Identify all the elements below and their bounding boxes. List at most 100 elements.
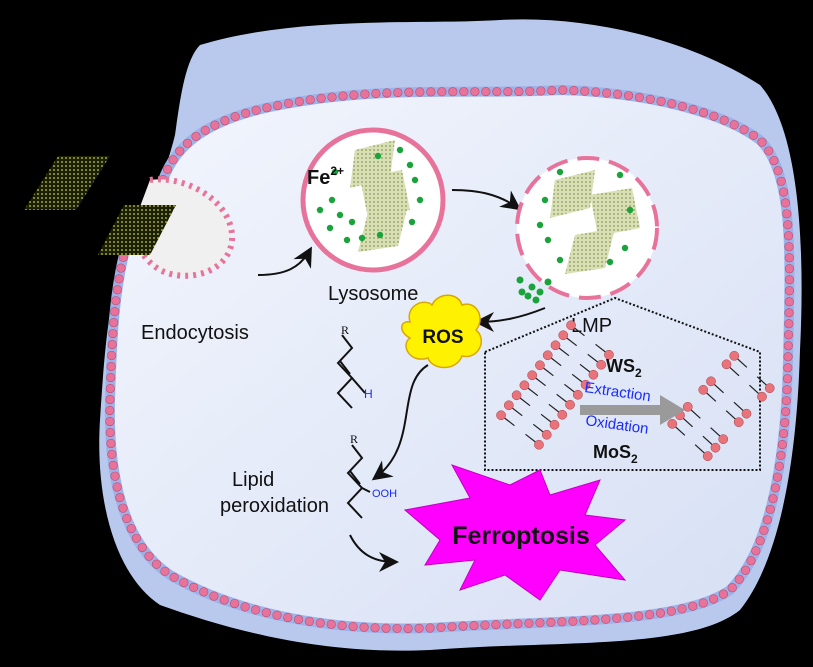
membrane-bead: [110, 471, 120, 481]
ferroptosis-label: Ferroptosis: [452, 522, 590, 550]
membrane-bead: [126, 523, 136, 534]
membrane-bead: [759, 525, 769, 535]
membrane-bead: [191, 131, 201, 142]
membrane-bead: [776, 176, 786, 186]
membrane-bead: [677, 604, 687, 614]
membrane-bead: [118, 503, 128, 513]
membrane-bead: [667, 99, 677, 109]
iron-dot: [376, 231, 384, 239]
iron-dot: [374, 152, 382, 160]
membrane-bead: [740, 565, 751, 575]
lipid-head: [588, 369, 599, 380]
membrane-bead: [688, 601, 698, 611]
membrane-bead: [613, 89, 623, 99]
membrane-bead: [108, 460, 118, 470]
lipid-tail: [705, 392, 717, 402]
membrane-bead: [783, 220, 793, 230]
membrane-bead: [769, 155, 779, 166]
membrane-bead: [782, 374, 793, 384]
membrane-bead: [783, 363, 793, 373]
iron-dot: [516, 276, 524, 284]
membrane-bead: [403, 623, 413, 634]
mos2-label: MoS2: [593, 442, 638, 466]
lipid-head: [733, 417, 744, 428]
membrane-bead: [768, 494, 778, 504]
membrane-bead: [209, 591, 219, 601]
membrane-bead: [580, 86, 590, 96]
lmp-panel: [484, 296, 761, 471]
membrane-bead: [359, 622, 369, 632]
lipid-tail: [682, 417, 693, 428]
membrane-bead: [590, 615, 600, 625]
lipid-tail: [694, 444, 706, 454]
membrane-bead: [105, 416, 115, 427]
lipid-peroxide-molecule: [346, 444, 371, 519]
membrane-bead: [776, 450, 786, 460]
lipid-tail: [527, 387, 539, 397]
arrow-ros-to-lipid: [371, 364, 429, 481]
lipid-bilayer-left: [496, 320, 614, 450]
lipid-head: [496, 410, 506, 421]
membrane-bead: [107, 350, 117, 361]
iron-dot: [541, 196, 549, 204]
membrane-bead: [261, 608, 271, 618]
lipid-tail: [587, 353, 599, 363]
membrane-bead: [251, 605, 261, 615]
endocytosis-label: Endocytosis: [141, 322, 249, 344]
lipid-tail: [542, 367, 554, 377]
membrane-bead: [229, 598, 240, 609]
membrane-bead: [719, 115, 729, 125]
damaged-lysosome: [515, 156, 659, 300]
iron-dot: [536, 221, 544, 229]
lipid-head: [541, 429, 552, 440]
membrane-bead: [437, 87, 447, 97]
lipid-tail: [713, 383, 724, 394]
lipid-tail: [550, 357, 562, 367]
membrane-bead: [370, 623, 380, 633]
membrane-bead: [777, 439, 787, 450]
ferroptosis-burst: [403, 464, 627, 601]
iron-dot: [626, 206, 634, 214]
membrane-bead: [327, 92, 337, 102]
membrane-bead: [240, 602, 250, 612]
lipid-tail: [566, 337, 578, 347]
membrane-bead: [106, 438, 116, 449]
membrane-bead: [772, 472, 783, 482]
lipid-tail: [690, 409, 701, 419]
membrane-bead: [169, 572, 179, 582]
membrane-bead: [784, 242, 794, 252]
membrane-bead: [199, 587, 209, 597]
lipid-head: [667, 418, 678, 429]
membrane-bead: [293, 614, 304, 625]
membrane-bead: [708, 594, 719, 604]
iron-dot: [616, 171, 624, 179]
membrane-bead: [337, 620, 347, 631]
membrane-bead: [338, 91, 348, 101]
membrane-bead: [751, 546, 761, 556]
membrane-bead: [784, 264, 795, 274]
lipid-head: [682, 401, 693, 412]
membrane-bead: [746, 556, 756, 566]
lipid-head: [527, 370, 538, 381]
membrane-bead: [415, 87, 425, 97]
membrane-bead: [492, 87, 502, 97]
membrane-bead: [294, 96, 304, 107]
membrane-bead: [459, 87, 469, 97]
iron-dot: [544, 278, 552, 286]
membrane-bead: [107, 449, 117, 460]
membrane-bead: [105, 394, 115, 405]
membrane-bead: [107, 339, 117, 350]
membrane-bead: [783, 341, 793, 351]
iron-dot: [411, 176, 419, 184]
membrane-bead: [283, 98, 294, 108]
iron-dot: [536, 288, 544, 296]
membrane-bead: [748, 130, 759, 141]
membrane-bead: [770, 483, 780, 493]
membrane-bead: [698, 598, 708, 608]
membrane-bead: [755, 536, 765, 546]
lipid-head: [721, 359, 732, 370]
lipid-tail: [503, 417, 515, 427]
membrane-bead: [348, 621, 358, 632]
